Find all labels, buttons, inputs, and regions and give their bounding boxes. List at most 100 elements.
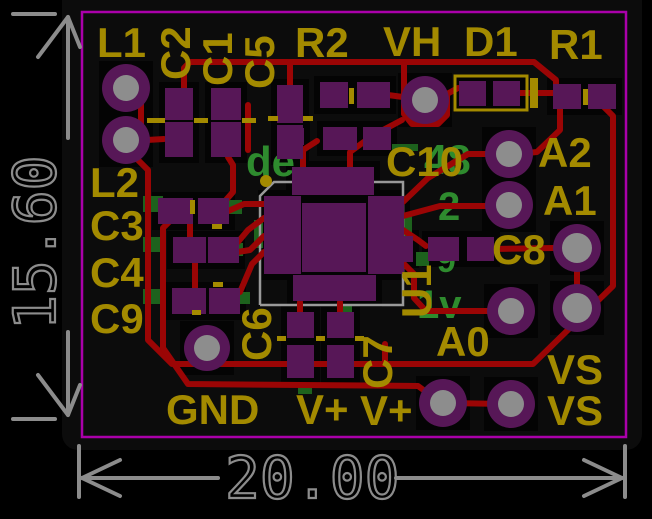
green-layer-rect [392,144,418,151]
smd-pad [158,198,193,224]
smd-pad [357,82,390,108]
component-outline-d1 [453,74,529,112]
drill-hole [113,75,139,101]
silkscreen-label: VS [547,346,603,393]
silkscreen-label: L1 [97,19,146,66]
drill-hole [430,390,456,416]
smd-pad [165,122,193,157]
silkscreen-tick [355,336,364,341]
smd-pad [264,196,301,274]
copper-trace [400,203,489,219]
silkscreen-tick [316,336,325,341]
silkscreen-label: R1 [549,21,603,68]
silkscreen-label: C7 [354,335,401,389]
smd-pad [493,81,520,106]
silkscreen-label: U1 [393,264,440,318]
green-layer-rect [254,220,263,248]
drill-hole [498,298,524,324]
copper-trace [223,201,267,215]
green-layer-rect [416,252,429,266]
smd-pad [277,85,303,123]
silkscreen-tick [212,224,222,229]
silkscreen-tick [192,310,201,315]
smd-pad [198,198,229,224]
smd-pad [172,288,206,314]
silkscreen-tick [583,89,588,105]
green-layer-rect [404,214,412,240]
smd-pad [320,82,348,108]
silkscreen-label: A0 [436,318,490,365]
smd-pad [287,345,314,378]
dimension-text-vertical: 15.60 [1,155,69,330]
silkscreen-tick [194,118,208,123]
copper-trace [160,218,443,405]
dimension-horizontal-arrow [80,476,122,498]
board-outline [80,10,628,439]
green-layer-rect [238,292,250,304]
smd-pad [588,84,616,109]
smd-pad [287,312,314,338]
smd-pad [293,275,376,301]
copper-trace [181,59,559,103]
smd-pad [428,237,459,261]
dimension-vertical-arrow [66,383,82,417]
smd-pad [553,84,581,109]
dimension-horizontal-arrow [80,458,122,480]
silkscreen-tick [147,118,165,123]
smd-pad [327,345,354,378]
silkscreen-label: C3 [90,202,144,249]
dimension-horizontal-arrow [582,458,624,480]
silkscreen-label: A2 [538,129,592,176]
smd-pad [302,203,366,272]
silkscreen-label: A1 [543,177,597,224]
green-layer-rect [340,306,352,314]
silkscreen-tick [349,88,354,104]
silkscreen-label: C4 [90,249,144,296]
copper-trace [490,245,556,252]
pin1-marker [260,175,272,187]
smd-pad [327,312,354,338]
copper-trace [400,227,429,249]
smd-pad [173,237,206,263]
copper-trace [172,102,616,367]
silkscreen-label: VH [383,18,441,65]
copper-trace [237,249,267,295]
silkscreen-tick [268,116,278,121]
smd-pad [388,236,413,262]
smd-pad [165,88,193,120]
diode-band [530,78,538,108]
drill-hole [562,293,592,323]
smd-pad [459,81,486,106]
smd-pad [208,237,239,263]
dimension-vertical-arrow [36,373,70,417]
silkscreen-tick [242,118,256,123]
smd-pad [211,88,241,120]
copper-trace [235,233,267,255]
smd-pad [209,288,240,314]
silkscreen-label: V+ [296,386,349,433]
copper-trace [235,215,267,245]
copper-trace [385,92,406,100]
smd-pad [323,127,357,150]
dimension-vertical-arrow [36,15,70,59]
smd-pad [363,127,391,150]
silkscreen-label: VS [547,387,603,434]
silkscreen-label: V+ [360,387,413,434]
silkscreen-label: GND [166,386,259,433]
smd-pad [211,122,241,157]
silkscreen-label: C10 [386,138,463,185]
drill-hole [496,141,522,167]
silkscreen-tick [277,336,286,341]
silkscreen-label: D1 [464,18,518,65]
silkscreen-tick [303,116,313,121]
drill-hole [562,233,592,263]
drill-hole [194,335,220,361]
dimension-horizontal-arrow [582,476,624,498]
silkscreen-label: C6 [233,307,280,361]
drill-hole [113,127,139,153]
silkscreen-label: C8 [492,226,546,273]
drill-hole [412,87,438,113]
copper-trace [223,154,236,203]
drill-hole [496,192,522,218]
